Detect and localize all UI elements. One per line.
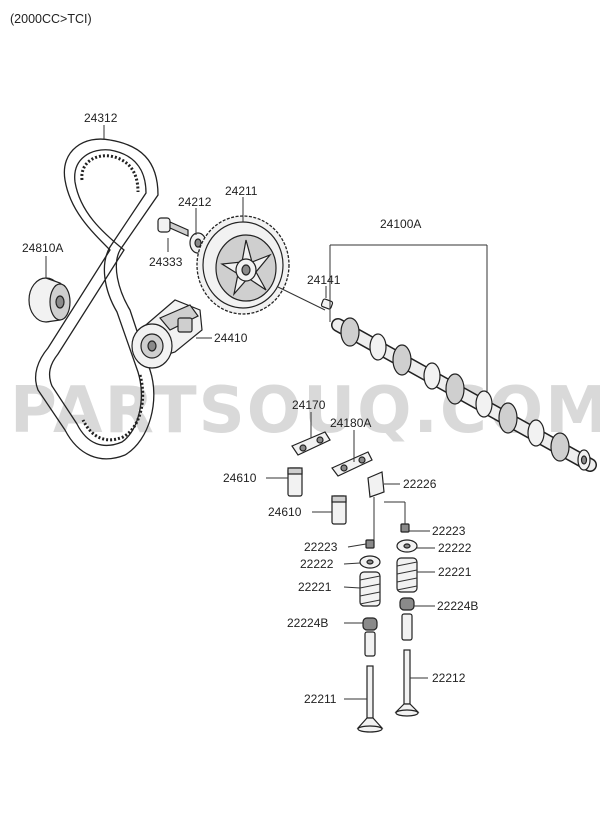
rocker-arm-right[interactable] [331,451,373,477]
valve-spring-right[interactable] [396,557,418,593]
callout-22221-left[interactable]: 22221 [298,580,332,594]
camshaft[interactable] [331,317,597,472]
callout-24212[interactable]: 24212 [178,195,212,209]
leader-lines [45,125,488,700]
dowel-pin[interactable] [320,298,334,310]
callout-22226[interactable]: 22226 [403,477,437,491]
callout-22223-right[interactable]: 22223 [432,524,466,538]
camshaft-sprocket[interactable] [196,215,290,315]
callout-22222-right[interactable]: 22222 [438,541,472,555]
valve-collet-right[interactable] [400,523,410,533]
callout-24610-upper[interactable]: 24610 [223,471,257,485]
rocker-arm-left[interactable] [291,431,331,456]
callout-24312[interactable]: 24312 [84,111,118,125]
callout-24170[interactable]: 24170 [292,398,326,412]
valve-collet-left[interactable] [365,539,375,549]
callout-24610-lower[interactable]: 24610 [268,505,302,519]
callout-22212[interactable]: 22212 [432,671,466,685]
engine-variant-label: (2000CC>TCI) [10,12,92,26]
spring-retainer-right[interactable] [396,539,418,553]
valve-stem-cap[interactable] [367,471,385,540]
valve-stem-seal-right[interactable] [399,597,415,641]
valve-spring-left[interactable] [359,571,381,607]
callout-22211[interactable]: 22211 [304,692,337,706]
callout-22222-left[interactable]: 22222 [300,557,334,571]
timing-belt[interactable] [34,138,159,460]
callout-24141[interactable]: 24141 [307,273,341,287]
callout-24810a[interactable]: 24810A [22,241,63,255]
valve-stem-seal-left[interactable] [362,617,378,657]
callout-24180a[interactable]: 24180A [330,416,371,430]
spring-retainer-left[interactable] [359,555,381,569]
callout-24100a[interactable]: 24100A [380,217,421,231]
exhaust-valve[interactable] [394,649,420,717]
intake-valve[interactable] [356,665,384,733]
callout-22224b-right[interactable]: 22224B [437,599,478,613]
lash-adjuster-lower[interactable] [331,495,347,525]
callout-22223-left[interactable]: 22223 [304,540,338,554]
callout-22221-right[interactable]: 22221 [438,565,472,579]
idler-pulley[interactable] [28,277,71,323]
belt-tensioner[interactable] [131,299,203,369]
tensioner-bolt[interactable] [157,217,189,237]
callout-24410[interactable]: 24410 [214,331,248,345]
lash-adjuster-upper[interactable] [287,467,303,497]
callout-24211[interactable]: 24211 [225,184,258,198]
callout-22224b-left[interactable]: 22224B [287,616,328,630]
callout-24333[interactable]: 24333 [149,255,183,269]
